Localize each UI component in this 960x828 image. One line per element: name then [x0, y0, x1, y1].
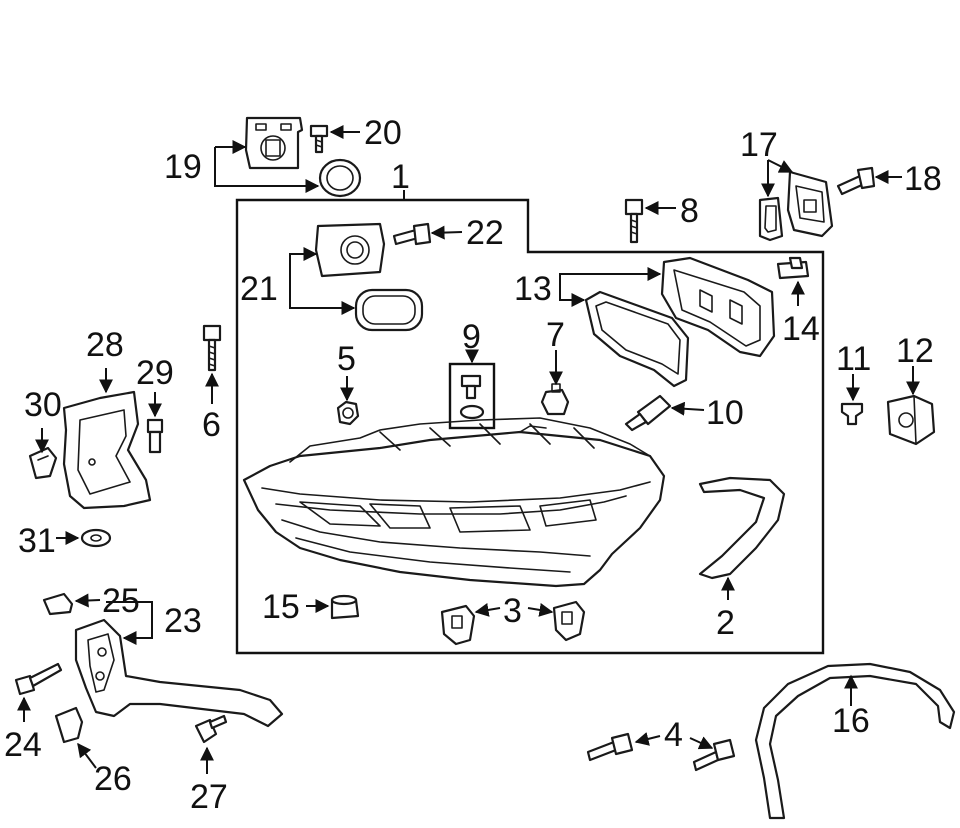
part-30-clip[interactable]: [28, 446, 58, 480]
part-11-clip[interactable]: [840, 402, 864, 426]
leader-22: [430, 225, 463, 240]
part-21-gasket[interactable]: [354, 288, 424, 332]
callout-22: 22: [466, 214, 504, 252]
leader-3b: [527, 603, 554, 617]
callout-7: 7: [546, 316, 565, 354]
part-23-bracket[interactable]: [74, 618, 284, 728]
part-15-plug[interactable]: [330, 594, 360, 620]
part-13-gasket[interactable]: [584, 290, 690, 388]
part-10-bulb[interactable]: [624, 394, 672, 432]
part-8-screw[interactable]: [624, 198, 644, 244]
callout-14: 14: [782, 310, 820, 348]
part-31-washer[interactable]: [80, 528, 112, 548]
callout-20: 20: [364, 114, 402, 152]
part-9-washer[interactable]: [459, 404, 485, 420]
callout-24: 24: [4, 726, 42, 764]
part-22-screw[interactable]: [392, 222, 432, 246]
part-26-clip[interactable]: [54, 706, 84, 744]
callout-5: 5: [337, 340, 356, 378]
part-18-screw[interactable]: [836, 166, 876, 196]
callout-21: 21: [240, 270, 278, 308]
part-5-nut[interactable]: [336, 400, 360, 426]
leader-23: [106, 601, 153, 620]
leader-13b: [559, 286, 586, 307]
callout-4: 4: [664, 716, 683, 754]
callout-13: 13: [514, 270, 552, 308]
part-6-screw[interactable]: [202, 324, 222, 372]
callout-11: 11: [836, 340, 871, 378]
callout-12: 12: [896, 332, 934, 370]
part-12-bracket[interactable]: [886, 394, 936, 446]
callout-28: 28: [86, 326, 124, 364]
part-4-screw-right[interactable]: [692, 738, 736, 772]
callout-26: 26: [94, 760, 132, 798]
leader-10: [670, 401, 705, 416]
callout-16: 16: [832, 702, 870, 740]
part-27-screw[interactable]: [194, 714, 228, 744]
leader-3a: [474, 603, 501, 617]
part-9-box: [448, 362, 496, 430]
part-20-screw[interactable]: [309, 124, 329, 154]
part-17-cover[interactable]: [786, 170, 834, 238]
callout-3: 3: [503, 592, 522, 630]
callout-9: 9: [462, 318, 481, 356]
leader-21b: [289, 287, 356, 315]
callout-31: 31: [18, 522, 56, 560]
part-24-screw[interactable]: [14, 662, 63, 696]
callout-6: 6: [202, 406, 221, 444]
callout-18: 18: [904, 160, 942, 198]
assembly-frame: [235, 198, 825, 655]
part-2-trim[interactable]: [698, 476, 786, 580]
leader-4b: [689, 736, 714, 750]
part-4-screw-left[interactable]: [586, 732, 634, 762]
part-9-bolt[interactable]: [460, 374, 482, 400]
callout-1: 1: [391, 158, 410, 196]
part-29-screw[interactable]: [146, 418, 164, 454]
callout-10: 10: [706, 394, 744, 432]
part-3-clip-right[interactable]: [552, 600, 586, 642]
callout-23: 23: [164, 602, 202, 640]
leader-21: [289, 247, 318, 287]
part-14-screw[interactable]: [776, 256, 810, 280]
callout-17: 17: [740, 126, 778, 164]
part-7-bulb[interactable]: [540, 383, 570, 416]
callout-29: 29: [136, 354, 174, 392]
callout-15: 15: [262, 588, 300, 626]
callout-19: 19: [164, 148, 202, 186]
leader-4a: [634, 732, 661, 746]
leader-13: [559, 267, 662, 286]
leader-26: [77, 742, 97, 769]
part-13-cover[interactable]: [660, 256, 776, 358]
leader-19: [214, 147, 320, 193]
part-25-clip[interactable]: [42, 592, 74, 616]
leader-25: [74, 593, 101, 608]
callout-30: 30: [24, 386, 62, 424]
part-19-seal-ring[interactable]: [318, 158, 362, 198]
callout-8: 8: [680, 192, 699, 230]
part-16-hose[interactable]: [754, 662, 956, 820]
callout-27: 27: [190, 778, 228, 816]
callout-2: 2: [716, 604, 735, 642]
part-19-socket[interactable]: [244, 116, 304, 170]
part-28-bracket[interactable]: [62, 390, 152, 510]
part-3-clip-left[interactable]: [440, 604, 476, 646]
leader-17b: [767, 159, 794, 173]
part-17-seal[interactable]: [758, 196, 784, 242]
part-21-socket[interactable]: [314, 222, 386, 278]
leader-23b: [122, 620, 153, 645]
callout-25: 25: [102, 582, 140, 620]
part-1-headlamp[interactable]: [242, 417, 666, 588]
